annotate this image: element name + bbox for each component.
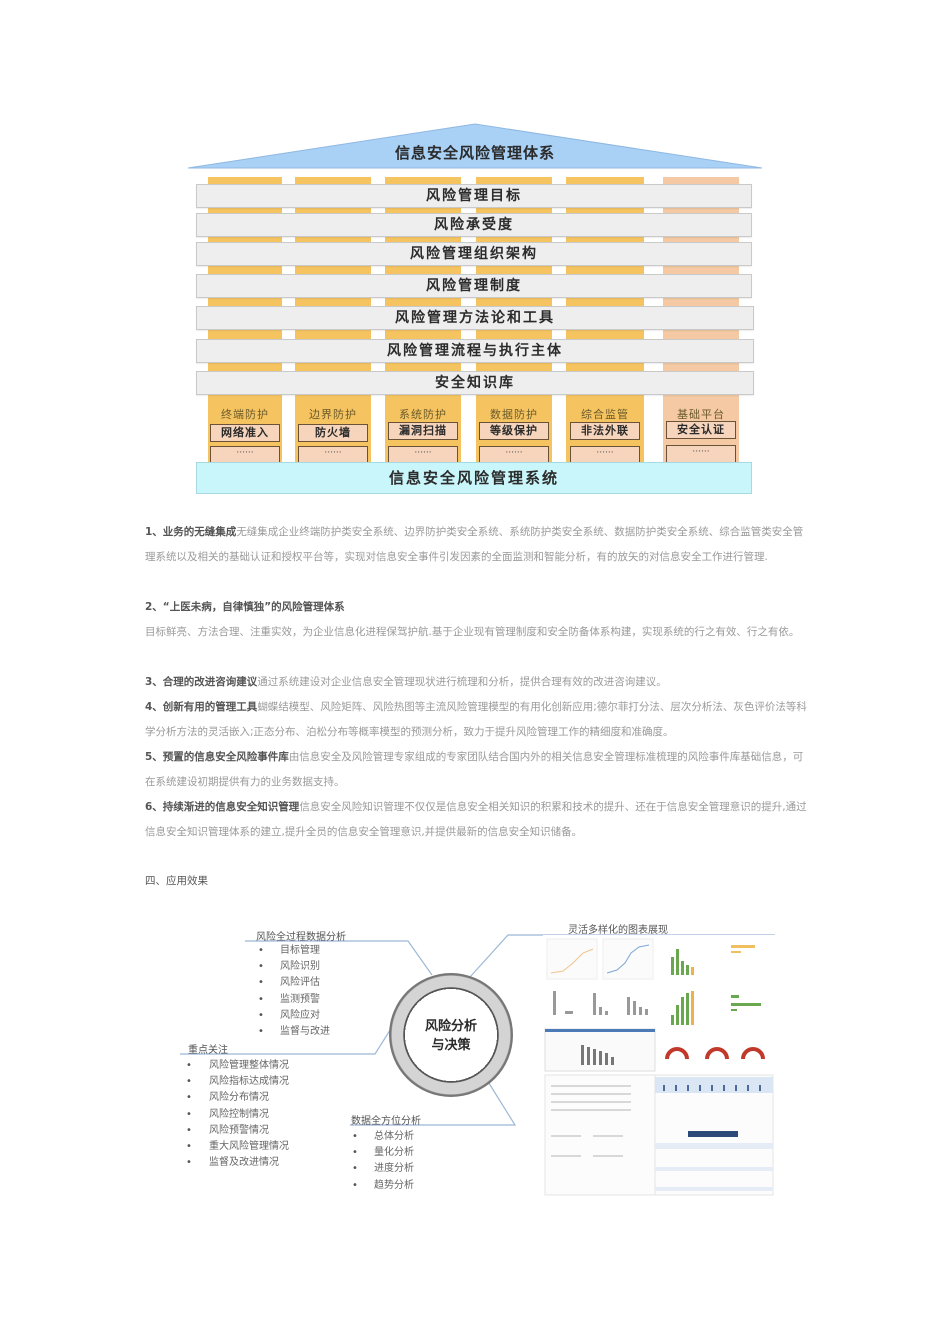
horizontal-bar-thumb bbox=[731, 945, 761, 1011]
column-title: 边界防护 bbox=[309, 408, 357, 421]
list-item: •监督及改进情况 bbox=[186, 1157, 279, 1169]
list-item: •风险分布情况 bbox=[186, 1092, 269, 1104]
feature-title: 2、“上医未病，自律慎独”的风险管理体系 bbox=[145, 601, 345, 613]
column-more: ······ bbox=[388, 446, 458, 464]
column-item: 漏洞扫描 bbox=[388, 422, 458, 440]
feature-body: 信息安全风险知识管理不仅仅是信息安全相关知识的积累和技术的提升、还在于信息安全管… bbox=[145, 801, 807, 838]
feature-title: 4、创新有用的管理工具 bbox=[145, 701, 258, 713]
layer-risk-organization: 风险管理组织架构 bbox=[196, 242, 752, 266]
branch-title-process: 风险全过程数据分析 bbox=[256, 932, 346, 943]
gauge-thumb bbox=[665, 1047, 765, 1060]
column-title: 综合监管 bbox=[581, 408, 629, 421]
feature-title: 1、业务的无缝集成 bbox=[145, 526, 237, 538]
list-item: •总体分析 bbox=[352, 1131, 414, 1142]
feature-body: 蝴蝶结模型、风险矩阵、风险热图等主流风险管理模型的有用化创新应用;德尔菲打分法、… bbox=[145, 701, 807, 738]
risk-management-system-diagram: 信息安全风险管理体系 风险管理目标 风险承受度 风险管理组织架构 风险管理制度 … bbox=[186, 122, 764, 498]
column-title: 系统防护 bbox=[399, 408, 447, 421]
process-list: •目标管理 •风险识别 •风险评估 •监测预警 •风险应对 •监督与改进 bbox=[258, 943, 378, 1040]
feature-body: 目标鲜亮、方法合理、注重实效，为企业信息化进程保驾护航.基于企业现有管理制度和安… bbox=[145, 626, 800, 638]
center-label: 风险分析 与决策 bbox=[424, 1019, 477, 1053]
layer-risk-policy: 风险管理制度 bbox=[196, 274, 752, 298]
focus-list: •风险管理整体情况 •风险指标达成情况 •风险分布情况 •风险控制情况 •风险预… bbox=[186, 1058, 346, 1171]
line-chart-thumb bbox=[546, 938, 654, 980]
list-item: •风险应对 bbox=[258, 1009, 320, 1021]
column-title: 数据防护 bbox=[490, 408, 538, 421]
branch-title-data: 数据全方位分析 bbox=[351, 1116, 421, 1127]
feature-title: 3、合理的改进咨询建议 bbox=[145, 676, 258, 688]
list-item: •重大风险管理情况 bbox=[186, 1140, 289, 1152]
dashboard-thumbnails bbox=[543, 935, 775, 1200]
bar-chart-thumb bbox=[671, 949, 694, 1025]
column-title: 基础平台 bbox=[677, 408, 725, 421]
layer-risk-objectives: 风险管理目标 bbox=[196, 184, 752, 208]
base-system: 信息安全风险管理系统 bbox=[196, 462, 752, 494]
feature-6: 6、持续渐进的信息安全知识管理信息安全风险知识管理不仅仅是信息安全相关知识的积累… bbox=[145, 795, 810, 845]
feature-body: 通过系统建设对企业信息安全管理现状进行梳理和分析，提供合理有效的改进咨询建议。 bbox=[257, 676, 667, 688]
feature-5: 5、预置的信息安全风险事件库由信息安全及风险管理专家组成的专家团队结合国内外的相… bbox=[145, 745, 810, 795]
gray-bars-thumb bbox=[553, 991, 648, 1015]
feature-title: 5、预置的信息安全风险事件库 bbox=[145, 751, 289, 763]
list-item: •风险控制情况 bbox=[186, 1108, 269, 1120]
feature-1: 1、业务的无缝集成无缝集成企业终端防护类安全系统、边界防护类安全系统、系统防护类… bbox=[145, 520, 810, 570]
list-item: •风险评估 bbox=[258, 977, 320, 989]
feature-4: 4、创新有用的管理工具蝴蝶结模型、风险矩阵、风险热图等主流风险管理模型的有用化创… bbox=[145, 695, 810, 745]
branch-title-focus: 重点关注 bbox=[188, 1045, 228, 1056]
list-item: •风险管理整体情况 bbox=[186, 1060, 289, 1071]
list-item: •风险指标达成情况 bbox=[186, 1076, 289, 1088]
roof-title: 信息安全风险管理体系 bbox=[394, 144, 555, 162]
list-item: •趋势分析 bbox=[352, 1179, 414, 1191]
feature-title: 6、持续渐进的信息安全知识管理 bbox=[145, 801, 300, 813]
column-item: 网络准入 bbox=[210, 424, 280, 442]
application-effects-diagram: 风险全过程数据分析 •目标管理 •风险识别 •风险评估 •监测预警 •风险应对 … bbox=[170, 915, 780, 1205]
feature-body: 由信息安全及风险管理专家组成的专家团队结合国内外的相关信息安全管理标准梳理的风险… bbox=[145, 751, 804, 788]
list-item: •量化分析 bbox=[352, 1147, 414, 1159]
data-list: •总体分析 •量化分析 •进度分析 •趋势分析 bbox=[352, 1129, 462, 1194]
list-item: •风险预警情况 bbox=[186, 1124, 269, 1136]
column-title: 终端防护 bbox=[221, 408, 269, 421]
section-heading: 四、应用效果 bbox=[145, 875, 208, 887]
layer-knowledge-base: 安全知识库 bbox=[196, 371, 754, 395]
column-item: 安全认证 bbox=[666, 421, 736, 439]
layer-risk-process: 风险管理流程与执行主体 bbox=[196, 339, 754, 363]
branch-title-charts: 灵活多样化的图表展现 bbox=[568, 925, 668, 936]
list-item: •监测预警 bbox=[258, 993, 320, 1005]
feature-2: 2、“上医未病，自律慎独”的风险管理体系目标鲜亮、方法合理、注重实效，为企业信息… bbox=[145, 595, 810, 645]
column-item: 等级保护 bbox=[479, 422, 549, 440]
list-item: •进度分析 bbox=[352, 1163, 414, 1175]
column-item: 非法外联 bbox=[570, 422, 640, 440]
feature-3: 3、合理的改进咨询建议通过系统建设对企业信息安全管理现状进行梳理和分析，提供合理… bbox=[145, 670, 810, 695]
column-item: 防火墙 bbox=[298, 424, 368, 442]
layer-risk-appetite: 风险承受度 bbox=[196, 213, 752, 237]
center-ring bbox=[389, 973, 513, 1097]
layer-risk-methodology: 风险管理方法论和工具 bbox=[196, 306, 754, 330]
feature-body: 无缝集成企业终端防护类安全系统、边界防护类安全系统、系统防护类安全系统、数据防护… bbox=[145, 526, 804, 563]
roof-triangle bbox=[187, 123, 763, 169]
list-item: •监督与改进 bbox=[258, 1025, 330, 1037]
list-item: •目标管理 bbox=[258, 945, 320, 956]
column-more: ······ bbox=[666, 445, 736, 463]
list-item: •风险识别 bbox=[258, 961, 320, 973]
